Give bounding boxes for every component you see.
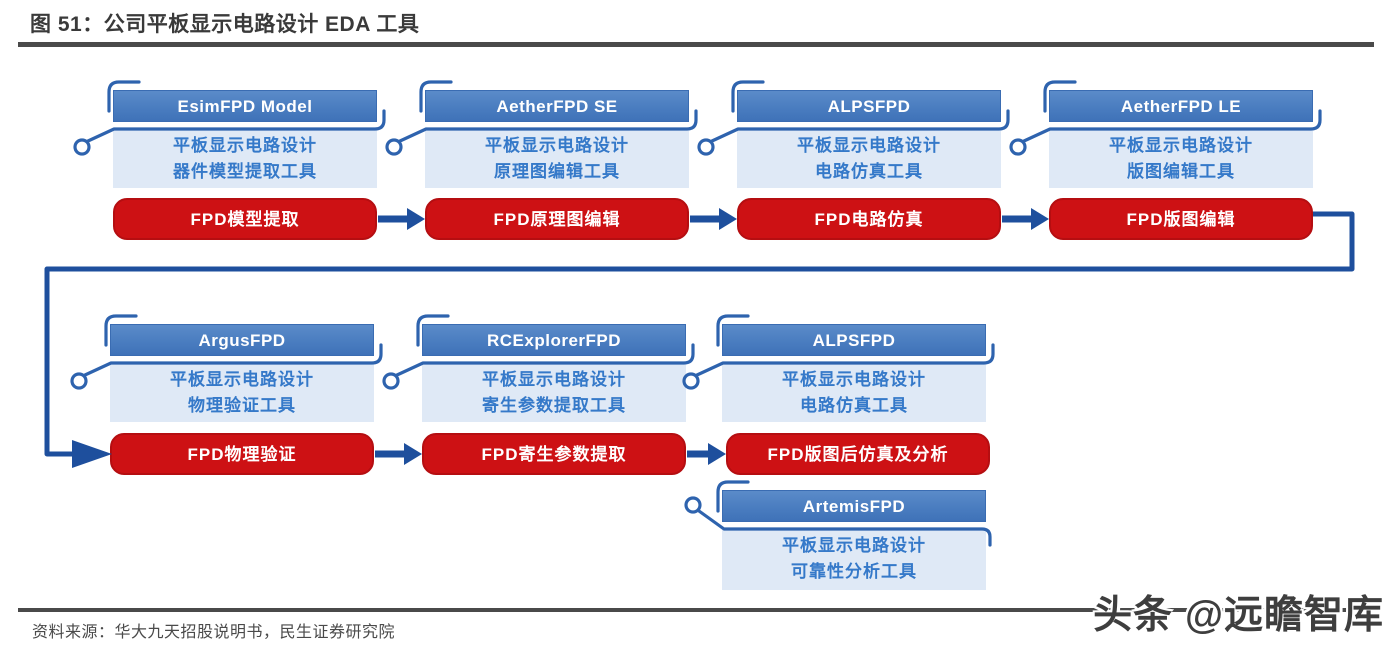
callout-circle-icon <box>382 372 400 390</box>
tool-description: 平板显示电路设计 电路仿真工具 <box>737 130 1001 188</box>
tool-description: 平板显示电路设计 物理验证工具 <box>110 364 374 422</box>
tool-name-header: RCExplorerFPD <box>422 324 686 356</box>
callout-circle-icon <box>70 372 88 390</box>
tool-name-header: ArtemisFPD <box>722 490 986 522</box>
tool-group-aetherfpd-le: AetherFPD LE 平板显示电路设计 版图编辑工具 <box>1049 90 1313 188</box>
description-line-1: 平板显示电路设计 <box>173 136 317 156</box>
tool-description: 平板显示电路设计 电路仿真工具 <box>722 364 986 422</box>
description-line-2: 可靠性分析工具 <box>791 562 917 582</box>
source-note: 资料来源：华大九天招股说明书，民生证券研究院 <box>32 624 396 641</box>
description-line-2: 物理验证工具 <box>188 396 296 416</box>
description-line-1: 平板显示电路设计 <box>482 370 626 390</box>
callout-circle-icon <box>697 138 715 156</box>
description-line-2: 原理图编辑工具 <box>494 162 620 182</box>
callout-circle-icon <box>1009 138 1027 156</box>
tool-group-argusfpd: ArgusFPD 平板显示电路设计 物理验证工具 <box>110 324 374 422</box>
step-box-circuit-simulation: FPD电路仿真 <box>737 198 1001 240</box>
title-divider <box>18 42 1374 47</box>
step-box-post-layout-analysis: FPD版图后仿真及分析 <box>726 433 990 475</box>
tool-name-header: ArgusFPD <box>110 324 374 356</box>
tool-description: 平板显示电路设计 版图编辑工具 <box>1049 130 1313 188</box>
tool-name-header: EsimFPD Model <box>113 90 377 122</box>
flow-arrow-icon <box>708 443 726 465</box>
description-line-2: 电路仿真工具 <box>800 396 908 416</box>
description-line-1: 平板显示电路设计 <box>797 136 941 156</box>
tool-description: 平板显示电路设计 原理图编辑工具 <box>425 130 689 188</box>
tool-group-aetherfpd-se: AetherFPD SE 平板显示电路设计 原理图编辑工具 <box>425 90 689 188</box>
figure-title: 图 51：公司平板显示电路设计 EDA 工具 <box>30 13 420 36</box>
step-box-parasitic-extraction: FPD寄生参数提取 <box>422 433 686 475</box>
tool-name-header: AetherFPD SE <box>425 90 689 122</box>
tool-name-header: ALPSFPD <box>722 324 986 356</box>
tool-description: 平板显示电路设计 可靠性分析工具 <box>722 530 986 590</box>
flow-arrow-icon <box>719 208 737 230</box>
loop-connector-arrow-icon <box>72 440 112 468</box>
footer-divider <box>18 608 1374 612</box>
tool-name-header: AetherFPD LE <box>1049 90 1313 122</box>
step-box-schematic-editing: FPD原理图编辑 <box>425 198 689 240</box>
callout-circle-icon <box>684 496 702 514</box>
tool-group-artemisfpd: ArtemisFPD 平板显示电路设计 可靠性分析工具 <box>722 490 986 590</box>
tool-group-alpsfpd-2: ALPSFPD 平板显示电路设计 电路仿真工具 <box>722 324 986 422</box>
tool-description: 平板显示电路设计 器件模型提取工具 <box>113 130 377 188</box>
tool-group-esimfpd: EsimFPD Model 平板显示电路设计 器件模型提取工具 <box>113 90 377 188</box>
callout-circle-icon <box>682 372 700 390</box>
step-box-physical-verification: FPD物理验证 <box>110 433 374 475</box>
step-box-layout-editing: FPD版图编辑 <box>1049 198 1313 240</box>
step-box-model-extraction: FPD模型提取 <box>113 198 377 240</box>
description-line-1: 平板显示电路设计 <box>1109 136 1253 156</box>
tool-name-header: ALPSFPD <box>737 90 1001 122</box>
description-line-2: 寄生参数提取工具 <box>482 396 626 416</box>
description-line-1: 平板显示电路设计 <box>485 136 629 156</box>
description-line-2: 器件模型提取工具 <box>173 162 317 182</box>
description-line-2: 电路仿真工具 <box>815 162 923 182</box>
tool-group-rcexplorerfpd: RCExplorerFPD 平板显示电路设计 寄生参数提取工具 <box>422 324 686 422</box>
description-line-1: 平板显示电路设计 <box>170 370 314 390</box>
description-line-1: 平板显示电路设计 <box>782 370 926 390</box>
flow-arrow-icon <box>407 208 425 230</box>
flow-arrow-icon <box>1031 208 1049 230</box>
callout-circle-icon <box>73 138 91 156</box>
tool-description: 平板显示电路设计 寄生参数提取工具 <box>422 364 686 422</box>
watermark: 头条 @远瞻智库 <box>1093 594 1384 637</box>
flow-arrow-icon <box>404 443 422 465</box>
description-line-1: 平板显示电路设计 <box>782 536 926 556</box>
description-line-2: 版图编辑工具 <box>1127 162 1235 182</box>
tool-group-alpsfpd-1: ALPSFPD 平板显示电路设计 电路仿真工具 <box>737 90 1001 188</box>
callout-circle-icon <box>385 138 403 156</box>
